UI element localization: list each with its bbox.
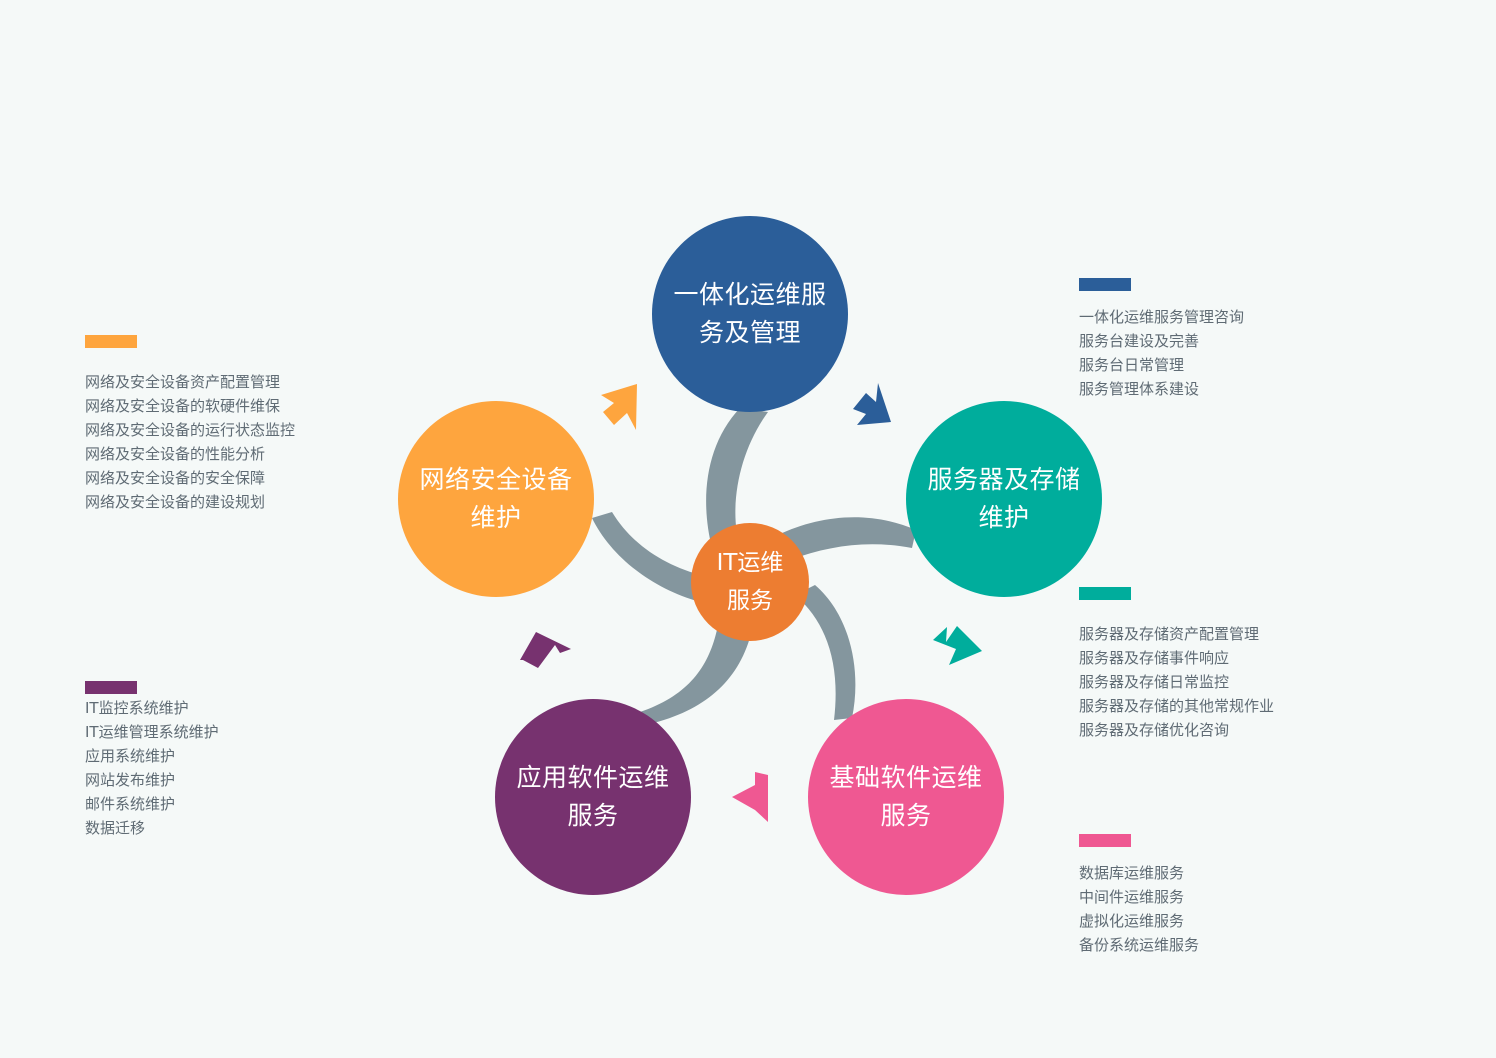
node-integrated-ops-line1: 一体化运维服: [673, 280, 827, 309]
node-base-software-line1: 基础软件运维: [829, 763, 983, 792]
legend-server-storage: 服务器及存储资产配置管理 服务器及存储事件响应 服务器及存储日常监控 服务器及存…: [1079, 587, 1274, 742]
legend-item: 服务台建设及完善: [1079, 332, 1200, 350]
legend-item: 邮件系统维护: [85, 795, 176, 813]
arrow-top-left: [601, 384, 637, 430]
arrow-bottom: [732, 772, 768, 822]
legend-app-software: IT监控系统维护 IT运维管理系统维护 应用系统维护 网站发布维护 邮件系统维护…: [85, 681, 219, 840]
legend-integrated-ops-list: 一体化运维服务管理咨询 服务台建设及完善 服务台日常管理 服务管理体系建设: [1079, 305, 1244, 401]
center-label-line1: IT运维: [716, 550, 784, 576]
legend-item: 数据迁移: [85, 819, 146, 837]
node-server-storage-line2: 维护: [978, 503, 1030, 532]
node-base-software[interactable]: 基础软件运维 服务: [808, 699, 1004, 895]
legend-item: IT运维管理系统维护: [85, 723, 219, 741]
connector-bottom-left: [640, 625, 752, 724]
legend-item: 虚拟化运维服务: [1079, 912, 1185, 930]
legend-item: 服务管理体系建设: [1079, 380, 1200, 398]
legend-item: 服务器及存储日常监控: [1079, 673, 1230, 691]
legend-integrated-ops: 一体化运维服务管理咨询 服务台建设及完善 服务台日常管理 服务管理体系建设: [1079, 278, 1244, 401]
legend-item: 服务器及存储资产配置管理: [1079, 625, 1260, 643]
legend-item: 服务器及存储事件响应: [1079, 649, 1230, 667]
connector-right: [778, 517, 916, 560]
legend-item: 网络及安全设备的性能分析: [85, 445, 266, 463]
legend-item: 备份系统运维服务: [1079, 936, 1200, 954]
legend-item: 数据库运维服务: [1079, 864, 1185, 882]
node-network-security[interactable]: 网络安全设备 维护: [398, 401, 594, 597]
node-app-software-line2: 服务: [567, 801, 619, 830]
legend-app-software-color-bar: [85, 681, 137, 694]
connector-left: [592, 512, 704, 602]
arrow-top-right: [853, 383, 891, 425]
legend-app-software-list: IT监控系统维护 IT运维管理系统维护 应用系统维护 网站发布维护 邮件系统维护…: [85, 696, 219, 840]
legend-base-software: 数据库运维服务 中间件运维服务 虚拟化运维服务 备份系统运维服务: [1079, 834, 1199, 957]
legend-item: 服务器及存储优化咨询: [1079, 721, 1230, 739]
center-node[interactable]: IT运维 服务: [691, 523, 809, 641]
node-network-security-line2: 维护: [470, 503, 522, 532]
legend-server-storage-color-bar: [1079, 587, 1131, 600]
node-app-software-line1: 应用软件运维: [516, 763, 670, 792]
node-server-storage-line1: 服务器及存储: [927, 465, 1081, 494]
legend-item: 服务器及存储的其他常规作业: [1079, 697, 1275, 715]
legend-item: 网络及安全设备的软硬件维保: [85, 397, 281, 415]
arrow-left-bottom: [520, 632, 571, 668]
legend-item: 网站发布维护: [85, 771, 176, 789]
legend-integrated-ops-color-bar: [1079, 278, 1131, 291]
legend-item: 服务台日常管理: [1079, 356, 1185, 374]
legend-base-software-list: 数据库运维服务 中间件运维服务 虚拟化运维服务 备份系统运维服务: [1079, 861, 1199, 957]
legend-server-storage-list: 服务器及存储资产配置管理 服务器及存储事件响应 服务器及存储日常监控 服务器及存…: [1079, 622, 1274, 742]
center-label-line2: 服务: [727, 588, 773, 614]
legend-item: 网络及安全设备的建设规划: [85, 493, 266, 511]
node-integrated-ops[interactable]: 一体化运维服 务及管理: [652, 216, 848, 412]
legend-item: IT监控系统维护: [85, 699, 189, 717]
arrow-right-bottom: [933, 626, 982, 665]
node-server-storage[interactable]: 服务器及存储 维护: [906, 401, 1102, 597]
node-integrated-ops-line2: 务及管理: [698, 318, 801, 347]
legend-item: 网络及安全设备的安全保障: [85, 469, 266, 487]
legend-base-software-color-bar: [1079, 834, 1131, 847]
legend-item: 应用系统维护: [85, 747, 176, 765]
node-network-security-line1: 网络安全设备: [419, 465, 573, 494]
node-app-software[interactable]: 应用软件运维 服务: [495, 699, 691, 895]
legend-network-security: 网络及安全设备资产配置管理 网络及安全设备的软硬件维保 网络及安全设备的运行状态…: [85, 335, 295, 514]
connector-bottom-right: [795, 585, 856, 720]
connector-top: [706, 408, 768, 548]
legend-item: 网络及安全设备资产配置管理: [85, 373, 281, 391]
node-base-software-line2: 服务: [880, 801, 932, 830]
legend-item: 一体化运维服务管理咨询: [1079, 308, 1245, 326]
legend-item: 网络及安全设备的运行状态监控: [85, 421, 296, 439]
legend-item: 中间件运维服务: [1079, 888, 1185, 906]
legend-network-security-color-bar: [85, 335, 137, 348]
legend-network-security-list: 网络及安全设备资产配置管理 网络及安全设备的软硬件维保 网络及安全设备的运行状态…: [85, 370, 295, 514]
